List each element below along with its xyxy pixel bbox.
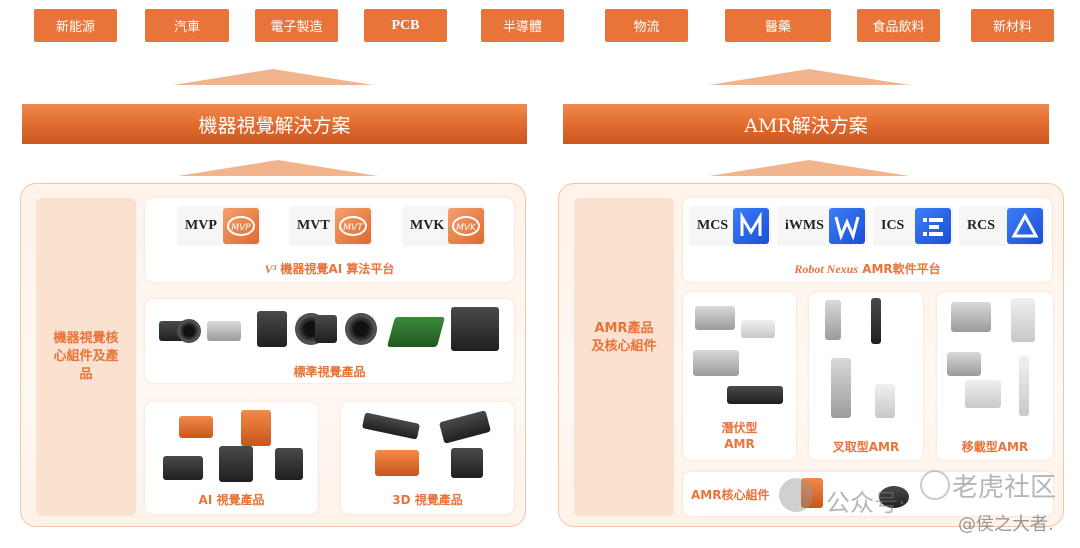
amr-banner: AMR解決方案	[563, 104, 1049, 144]
transfer-amr-caption: 移載型AMR	[961, 440, 1029, 454]
chip-label: iWMS	[785, 218, 824, 233]
forklift-robot-image	[831, 358, 851, 418]
arrow-up-icon	[173, 69, 373, 85]
industry-logistics: 物流	[605, 9, 688, 42]
amr-panel: AMR產品及核心組件 MCS iWMS ICS RCS	[558, 183, 1064, 527]
amr-core-caption: AMR核心組件	[691, 488, 770, 502]
chip-label: ICS	[881, 218, 905, 233]
3d-vision-card: 3D 視覺產品	[341, 402, 514, 514]
industry-electronics: 電子製造	[255, 9, 338, 42]
3d-camera-image	[375, 450, 419, 476]
amr-platform-caption: Robot Nexus AMR軟件平台	[794, 262, 941, 276]
industry-semiconductor: 半導體	[481, 9, 564, 42]
chip-label: MCS	[697, 218, 729, 233]
industry-new-energy: 新能源	[34, 9, 117, 42]
smart-camera-image	[219, 446, 253, 482]
core-component-image	[801, 478, 823, 508]
camera-image	[207, 321, 241, 341]
arrow-up-icon	[709, 160, 909, 176]
industry-pharma: 醫藥	[725, 9, 831, 42]
fork-amr-caption: 叉取型AMR	[832, 440, 900, 454]
smart-camera-image	[179, 416, 213, 438]
amr-core-card: AMR核心組件	[683, 472, 1053, 516]
forklift-robot-image	[875, 384, 895, 418]
mvt-logo-icon: MVT	[335, 208, 371, 244]
latent-robot-image	[727, 386, 783, 404]
watermark-wechat: 公众号·	[826, 489, 906, 517]
code-reader-image	[163, 456, 203, 480]
camera-lens-image	[345, 313, 377, 345]
forklift-robot-image	[825, 300, 841, 340]
watermark-signature: @侯之大者.	[958, 514, 1054, 535]
machine-vision-banner: 機器視覺解決方案	[22, 104, 527, 144]
vision-platform-card: MVP MVP MVT MVT MVK MVK V³ 機器視覺AI 算法平台	[145, 198, 514, 282]
industry-food-beverage: 食品飲料	[857, 9, 940, 42]
machine-vision-panel: 機器視覺核心組件及產品 MVP MVP MVT MVT MVK MVK V³ 機…	[20, 183, 526, 527]
latent-amr-caption: 潛伏型 AMR	[721, 421, 758, 451]
ai-vision-caption: AI 視覺產品	[198, 493, 265, 507]
wechat-icon	[779, 478, 813, 512]
latent-robot-image	[695, 306, 735, 330]
vision-platform-caption: V³ 機器視覺AI 算法平台	[264, 262, 395, 276]
industry-new-materials: 新材料	[971, 9, 1054, 42]
3d-vision-caption: 3D 視覺產品	[392, 493, 463, 507]
transfer-robot-image	[951, 302, 991, 332]
side-column	[574, 198, 674, 516]
platform-chip-rcs: RCS	[959, 206, 1045, 246]
camera-image	[257, 311, 287, 347]
transfer-robot-image	[965, 380, 1001, 408]
platform-chip-mvk: MVK MVK	[402, 206, 486, 246]
frame-grabber-image	[386, 317, 446, 347]
mvk-logo-icon: MVK	[448, 208, 484, 244]
smart-camera-image	[241, 410, 271, 446]
chip-label: RCS	[967, 218, 996, 233]
chip-label: MVK	[410, 218, 445, 233]
camera-lens-image	[177, 319, 201, 343]
camera-image	[315, 315, 337, 343]
mcs-logo-icon	[733, 208, 769, 244]
watermark-site: 老虎社区	[952, 473, 1057, 503]
transfer-amr-card: 移載型AMR	[937, 292, 1053, 460]
smart-camera-image	[275, 448, 303, 480]
platform-chip-mvp: MVP MVP	[177, 206, 261, 246]
amr-platform-card: MCS iWMS ICS RCS Robot Nexus AMR軟件平台	[683, 198, 1052, 282]
platform-chip-ics: ICS	[873, 206, 953, 246]
latent-robot-image	[741, 320, 775, 338]
chip-label: MVT	[297, 218, 330, 233]
rcs-logo-icon	[1007, 208, 1043, 244]
ics-logo-icon	[915, 208, 951, 244]
mvp-logo-icon: MVP	[223, 208, 259, 244]
svg-text:MVK: MVK	[456, 223, 477, 233]
side-label: 機器視覺核心組件及產品	[53, 331, 119, 382]
iwms-logo-icon	[829, 208, 865, 244]
side-label: AMR產品及核心組件	[591, 321, 657, 354]
fork-amr-card: 叉取型AMR	[809, 292, 923, 460]
svg-text:MVT: MVT	[343, 223, 364, 233]
3d-sensor-image	[361, 412, 421, 440]
platform-chip-mcs: MCS	[689, 206, 771, 246]
side-column	[36, 198, 136, 516]
industry-automotive: 汽車	[145, 9, 229, 42]
latent-amr-card: 潛伏型 AMR	[683, 292, 796, 460]
transfer-robot-image	[947, 352, 981, 376]
tiger-logo-icon	[920, 470, 950, 500]
arrow-up-icon	[709, 69, 909, 85]
vision-controller-image	[451, 307, 499, 351]
ai-vision-card: AI 視覺產品	[145, 402, 318, 514]
latent-robot-image	[693, 350, 739, 376]
transfer-robot-image	[1019, 356, 1029, 416]
forklift-robot-image	[871, 298, 881, 344]
3d-camera-image	[451, 448, 483, 478]
chip-label: MVP	[185, 218, 217, 233]
3d-sensor-image	[438, 410, 492, 444]
platform-chip-iwms: iWMS	[777, 206, 867, 246]
arrow-up-icon	[178, 160, 378, 176]
core-component-image	[879, 486, 909, 508]
industry-pcb: PCB	[364, 9, 447, 42]
standard-vision-card: 標準視覺產品	[145, 299, 514, 383]
transfer-robot-image	[1011, 298, 1035, 342]
svg-text:MVP: MVP	[231, 223, 251, 233]
standard-vision-caption: 標準視覺產品	[293, 365, 366, 379]
platform-chip-mvt: MVT MVT	[289, 206, 373, 246]
